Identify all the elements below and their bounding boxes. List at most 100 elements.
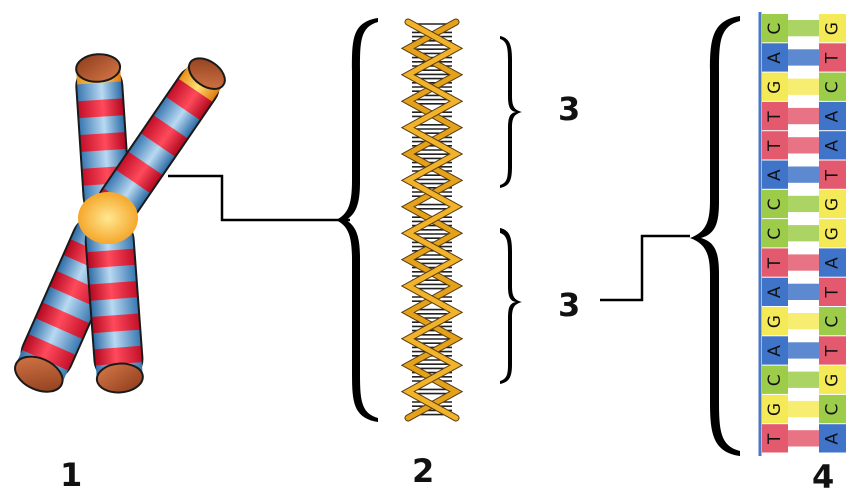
base-letter-left: A	[765, 286, 785, 298]
dna-double-helix	[400, 18, 464, 422]
base-block-right	[819, 277, 846, 306]
chromosome-band	[88, 264, 136, 286]
gene-brace-top	[500, 36, 522, 188]
label-gene-bottom: 3	[558, 286, 580, 324]
base-letter-right: C	[823, 404, 843, 416]
base-block-left	[762, 189, 788, 219]
base-letter-right: C	[823, 316, 843, 328]
chromosome-telomere-cap	[75, 53, 122, 83]
base-bond	[788, 78, 819, 95]
chromosome-band	[141, 114, 188, 157]
chromosome-band	[103, 169, 150, 212]
base-bond	[788, 107, 819, 125]
chromosome-telomere-cap	[14, 355, 64, 393]
base-block-left	[762, 101, 788, 131]
chromosome-telomere-cap	[95, 362, 144, 394]
base-block-right	[819, 394, 846, 424]
gene-brace-bottom	[500, 228, 522, 384]
base-bond	[788, 313, 819, 330]
base-bond	[788, 225, 819, 242]
base-letter-left: C	[765, 199, 785, 211]
base-letter-left: C	[765, 23, 785, 35]
base-block-right	[819, 131, 846, 160]
base-letter-left: T	[765, 111, 785, 123]
base-letter-left: T	[765, 257, 785, 269]
base-letter-right: T	[823, 287, 843, 299]
base-block-left	[762, 307, 788, 336]
base-block-right	[819, 424, 846, 453]
base-block-left	[762, 277, 788, 306]
base-block-right	[819, 43, 846, 72]
base-letter-right: G	[823, 374, 843, 387]
base-block-left	[762, 424, 788, 453]
chromosome-telomere-cap	[187, 57, 226, 90]
base-letter-right: A	[823, 110, 843, 122]
base-bond	[788, 137, 819, 154]
base-block-right	[819, 14, 846, 43]
base-block-left	[762, 365, 788, 394]
base-letter-right: T	[823, 169, 843, 181]
dna-brace	[336, 18, 378, 422]
base-block-right	[819, 307, 846, 336]
base-bond	[788, 371, 819, 388]
base-block-right	[819, 219, 846, 248]
base-letter-right: A	[823, 433, 843, 445]
label-chromosome: 1	[60, 456, 82, 492]
chromosome-band	[92, 313, 140, 334]
chromosome-band	[116, 151, 163, 193]
base-bond	[788, 400, 819, 418]
base-block-right	[819, 72, 846, 101]
chromosome-band	[128, 133, 175, 175]
base-letter-right: T	[823, 52, 843, 64]
chromosome-band	[42, 286, 96, 324]
base-letter-right: G	[823, 198, 843, 211]
chromosome-arm-upper-right	[91, 57, 226, 230]
base-block-left	[762, 219, 788, 248]
base-block-left	[762, 248, 788, 277]
base-block-left	[762, 14, 788, 43]
chromosome-band	[21, 334, 75, 371]
base-letter-left: C	[765, 374, 785, 386]
base-letter-right: G	[823, 22, 843, 35]
base-bond	[788, 166, 819, 183]
chromosome-band	[78, 97, 124, 119]
chromosome-to-dna-leader	[168, 174, 350, 222]
chromosome-band	[81, 148, 127, 169]
base-bond	[788, 195, 819, 213]
base-letter-left: A	[765, 52, 785, 64]
base-letter-left: A	[765, 345, 785, 357]
base-letter-right: A	[823, 257, 843, 269]
base-bond	[788, 430, 819, 447]
chromosome-band	[153, 96, 200, 139]
gene-to-bases-leader	[600, 234, 690, 302]
chromosome-band	[89, 281, 137, 302]
base-block-left	[762, 160, 788, 189]
chromosome-band	[166, 78, 213, 120]
base-letter-left: G	[765, 81, 785, 94]
chromosome-band	[87, 248, 135, 269]
bases-brace	[690, 16, 740, 456]
centromere	[78, 192, 138, 244]
chromosome-arm-upper-left	[75, 53, 131, 220]
base-block-left	[762, 394, 788, 424]
base-block-right	[819, 101, 846, 131]
base-letter-right: A	[823, 140, 843, 152]
base-block-left	[762, 131, 788, 160]
base-bond	[788, 49, 819, 66]
chromosome-illustration	[14, 53, 226, 394]
